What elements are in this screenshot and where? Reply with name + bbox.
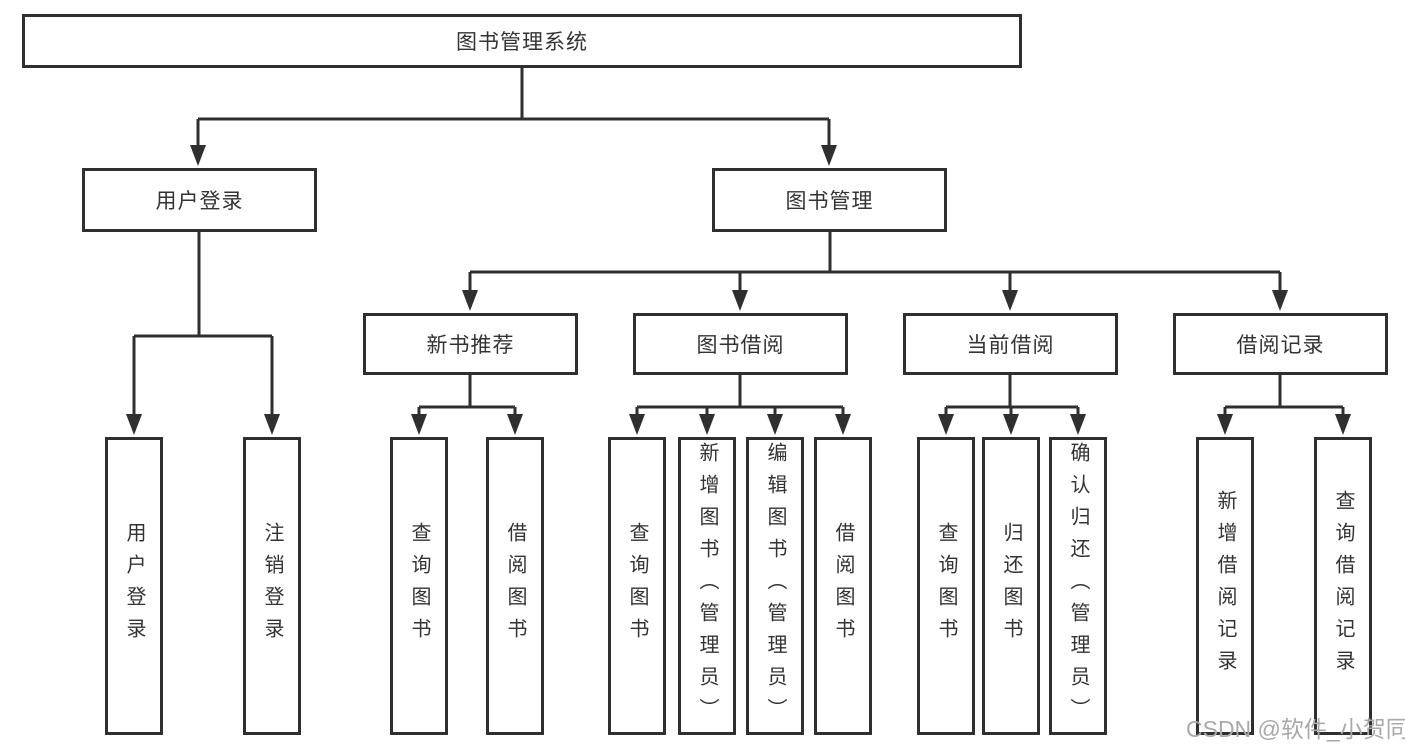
arrowhead-icon [629, 414, 645, 435]
arrowhead-icon [1335, 414, 1351, 435]
node-user-login: 用户登录 [82, 168, 317, 232]
node-label: 借阅图书 [504, 522, 526, 650]
connector-new-book-branch [417, 375, 517, 416]
arrowhead-icon [411, 414, 427, 435]
node-leaf-query-borrow-record: 查询借阅记录 [1314, 437, 1372, 735]
node-leaf-query-books-2: 查询图书 [608, 437, 666, 735]
arrowhead-icon [699, 414, 715, 435]
node-leaf-query-books-1: 查询图书 [390, 437, 448, 735]
node-leaf-add-borrow-record: 新增借阅记录 [1196, 437, 1254, 735]
arrowheads [126, 145, 1351, 435]
arrowhead-icon [507, 414, 523, 435]
node-leaf-user-login: 用户登录 [105, 437, 163, 735]
node-leaf-query-books-3: 查询图书 [917, 437, 975, 735]
node-leaf-confirm-return-admin: 确认归还（管理员） [1049, 437, 1107, 735]
node-label: 注销登录 [261, 522, 283, 650]
connector-book-borrow-branch [635, 375, 845, 416]
arrowhead-icon [732, 290, 748, 311]
node-label: 确认归还（管理员） [1067, 442, 1089, 730]
node-leaf-borrow-books-1: 借阅图书 [486, 437, 544, 735]
node-label: 新增图书（管理员） [696, 442, 718, 730]
connector-borrow-records-branch [1223, 375, 1345, 416]
arrowhead-icon [1217, 414, 1233, 435]
arrowhead-icon [1070, 414, 1086, 435]
arrowhead-icon [835, 414, 851, 435]
arrowhead-icon [1272, 290, 1288, 311]
node-borrow-records: 借阅记录 [1173, 313, 1388, 375]
connector-root-branch [196, 68, 831, 147]
node-leaf-add-books-admin: 新增图书（管理员） [678, 437, 736, 735]
arrowhead-icon [126, 414, 142, 435]
arrowhead-icon [1002, 290, 1018, 311]
node-book-borrow: 图书借阅 [633, 313, 848, 375]
arrowhead-icon [821, 145, 837, 166]
node-label: 查询图书 [408, 522, 430, 650]
node-leaf-edit-books-admin: 编辑图书（管理员） [746, 437, 804, 735]
arrowhead-icon [1003, 414, 1019, 435]
arrowhead-icon [767, 414, 783, 435]
node-label: 查询图书 [935, 522, 957, 650]
node-leaf-return-books: 归还图书 [982, 437, 1040, 735]
node-book-management: 图书管理 [712, 168, 947, 232]
connector-book-mgmt-branch [468, 232, 1282, 292]
arrowhead-icon [938, 414, 954, 435]
arrowhead-icon [264, 414, 280, 435]
node-label: 新增借阅记录 [1214, 490, 1236, 682]
arrowhead-icon [190, 145, 206, 166]
watermark: CSDN @软件_小贺同学 [1186, 716, 1405, 742]
connector-current-borrow-branch [944, 375, 1080, 416]
arrowhead-icon [462, 290, 478, 311]
node-label: 编辑图书（管理员） [764, 442, 786, 730]
node-new-book-recommend: 新书推荐 [363, 313, 578, 375]
connector-user-login-branch [132, 232, 274, 416]
node-leaf-logout: 注销登录 [243, 437, 301, 735]
node-current-borrow: 当前借阅 [903, 313, 1118, 375]
node-label: 用户登录 [123, 522, 145, 650]
node-library-system: 图书管理系统 [22, 14, 1022, 68]
node-label: 归还图书 [1000, 522, 1022, 650]
node-label: 借阅图书 [832, 522, 854, 650]
node-leaf-borrow-books-2: 借阅图书 [814, 437, 872, 735]
node-label: 查询图书 [626, 522, 648, 650]
node-label: 查询借阅记录 [1332, 490, 1354, 682]
